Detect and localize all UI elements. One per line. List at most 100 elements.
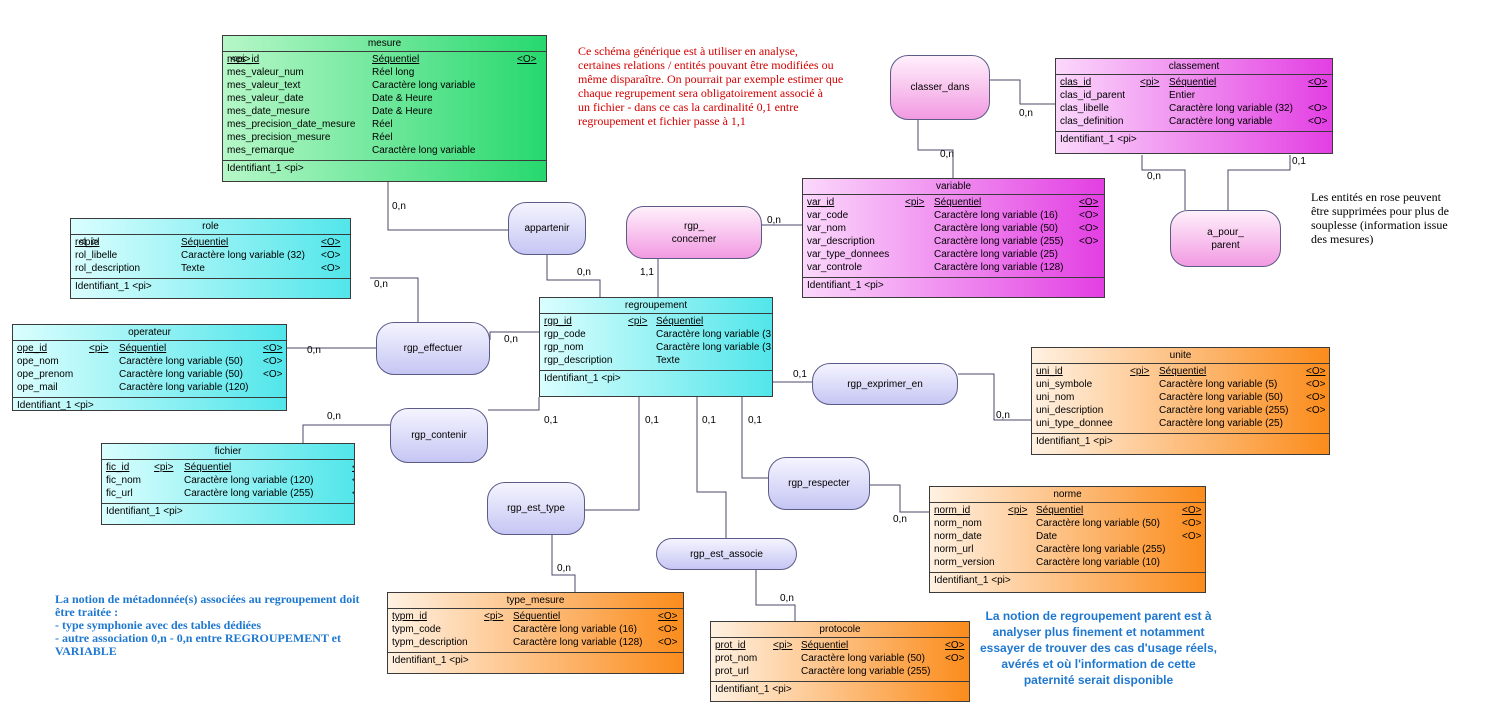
card-regroupement-respecter: 0,1 xyxy=(748,415,762,426)
assoc-rgp-concerner-label-2: concerner xyxy=(671,233,717,245)
attribute-name: clas_id xyxy=(1060,77,1092,88)
assoc-rgp-contenir[interactable]: rgp_contenir xyxy=(390,408,488,463)
attribute-type: Caractère long variable (128) xyxy=(513,637,643,648)
entity-title: fichier xyxy=(102,444,354,460)
assoc-rgp-exprimer-en[interactable]: rgp_exprimer_en xyxy=(812,363,958,405)
attribute-name: ope_id xyxy=(17,343,48,354)
attribute-name: rgp_description xyxy=(544,355,613,366)
attribute-mandatory: <O> xyxy=(1308,116,1328,127)
attribute-name: var_id xyxy=(807,197,835,208)
assoc-a-pour-parent[interactable]: a_pour_ parent xyxy=(1170,210,1281,267)
assoc-rgp-effectuer[interactable]: rgp_effectuer xyxy=(376,322,490,375)
attribute-name: uni_id xyxy=(1036,366,1063,377)
assoc-appartenir[interactable]: appartenir xyxy=(508,202,586,255)
assoc-rgp-concerner[interactable]: rgp_ concerner xyxy=(626,206,762,259)
attribute-type: Réel xyxy=(372,132,393,143)
attribute-type: Caractère long variable (25) xyxy=(934,249,1058,260)
entity-title: protocole xyxy=(711,622,969,638)
note-line: Ce schéma générique est à utiliser en an… xyxy=(578,44,798,58)
attribute-mandatory: <O> xyxy=(1182,505,1202,516)
note-line: La notion de métadonnée(s) associées au … xyxy=(55,592,360,606)
attribute-name: var_description xyxy=(807,236,875,247)
attribute-row: rgp_id<pi>Séquentiel xyxy=(544,315,772,328)
assoc-rgp-est-type[interactable]: rgp_est_type xyxy=(487,482,585,535)
attribute-mandatory: <O> xyxy=(1079,236,1099,247)
note-line: - autre association 0,n - 0,n entre REGR… xyxy=(55,631,341,645)
entity-fichier[interactable]: fichierfic_id<pi>Séquentiel<O>fic_nomCar… xyxy=(101,443,355,525)
attribute-mandatory: <O> xyxy=(321,250,341,261)
attribute-type: Séquentiel xyxy=(1036,505,1084,516)
attribute-name: rgp_nom xyxy=(544,342,584,353)
attribute-type: Caractère long variable (3 xyxy=(656,329,772,340)
attribute-type: Réel xyxy=(372,119,393,130)
attribute-type: Date xyxy=(1036,531,1058,542)
attribute-name: typm_code xyxy=(392,624,441,635)
entity-identifier: Identifiant_1 <pi> xyxy=(807,280,884,291)
attribute-name: rgp_id xyxy=(544,316,572,327)
card-role-effectuer: 0,n xyxy=(374,279,388,290)
attribute-name: norm_url xyxy=(934,544,974,555)
card-mesure-appartenir: 0,n xyxy=(392,201,406,212)
attribute-type: Séquentiel xyxy=(1169,77,1217,88)
note-line: avérés et où l'information de cette xyxy=(1001,657,1196,671)
attribute-list: fic_id<pi>Séquentiel<O>fic_nomCaractère … xyxy=(102,460,354,504)
attribute-name: mes_remarque xyxy=(227,145,295,156)
attribute-name: prot_url xyxy=(715,666,749,677)
entity-identifier: Identifiant_1 <pi> xyxy=(75,281,152,292)
attribute-type: Caractère long variable (128) xyxy=(934,262,1064,273)
attribute-type: Date & Heure xyxy=(372,93,433,104)
attribute-type: Caractère long variable (10) xyxy=(1036,557,1160,568)
attribute-key: <pi> xyxy=(89,343,109,354)
attribute-row: fic_id<pi>Séquentiel<O> xyxy=(106,461,354,474)
attribute-name: clas_libelle xyxy=(1060,103,1109,114)
attribute-type: Caractère long variable (32) xyxy=(181,250,305,261)
attribute-mandatory: <O> xyxy=(1306,405,1326,416)
attribute-type: Caractère long variable (120) xyxy=(184,475,314,486)
attribute-type: Caractère long variable (50) xyxy=(119,369,243,380)
card-contenir-regroupement: 0,1 xyxy=(544,415,558,426)
attribute-name: prot_nom xyxy=(715,653,758,664)
attribute-row: uni_id<pi>Séquentiel<O> xyxy=(1036,365,1329,378)
attribute-row: prot_id<pi>Séquentiel<O> xyxy=(715,639,969,652)
attribute-type: Séquentiel xyxy=(181,237,229,248)
note-line: souplesse (information issue xyxy=(1311,218,1448,232)
note-line: un fichier - dans ce cas la cardinalité … xyxy=(578,100,799,114)
assoc-rgp-respecter[interactable]: rgp_respecter xyxy=(768,457,870,510)
attribute-name: mes_valeur_text xyxy=(227,80,301,91)
entity-title: role xyxy=(71,219,350,235)
attribute-row: var_id<pi>Séquentiel<O> xyxy=(807,196,1104,209)
attribute-type: Texte xyxy=(656,355,680,366)
entity-title: regroupement xyxy=(540,298,772,314)
attribute-mandatory: <O> xyxy=(1306,392,1326,403)
assoc-classer-dans[interactable]: classer_dans xyxy=(890,55,990,120)
attribute-type: Caractère long variable xyxy=(372,80,476,91)
attribute-mandatory: <O> xyxy=(352,487,354,500)
assoc-classer-dans-label: classer_dans xyxy=(910,82,970,93)
assoc-rgp-est-associe[interactable]: rgp_est_associe xyxy=(656,538,797,570)
